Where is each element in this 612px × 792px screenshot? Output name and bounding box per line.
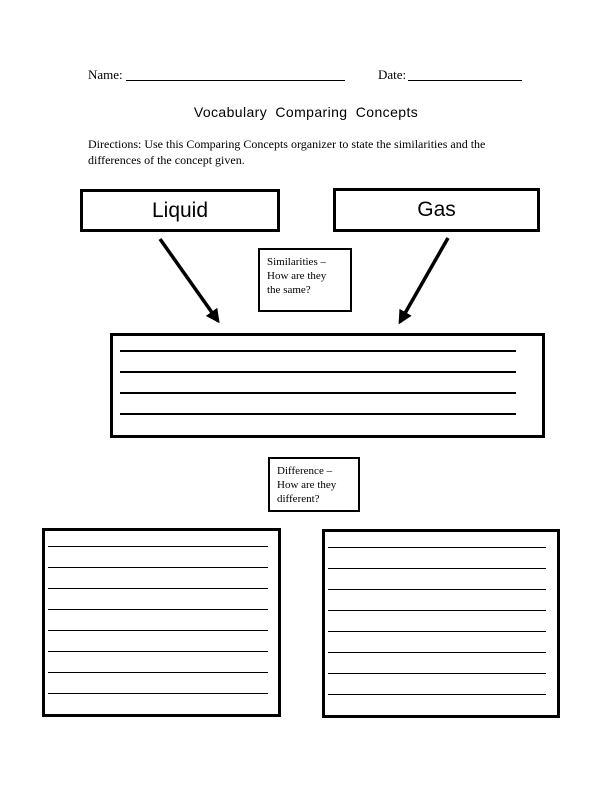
writing-line — [48, 546, 268, 547]
writing-line — [328, 610, 546, 611]
writing-line — [328, 631, 546, 632]
name-label: Name: — [88, 67, 123, 82]
concept-box-gas: Gas — [333, 188, 540, 232]
writing-line — [48, 609, 268, 610]
directions-text: Directions: Use this Comparing Concepts … — [88, 137, 486, 167]
writing-line — [328, 568, 546, 569]
writing-line — [48, 693, 268, 694]
writing-line — [48, 588, 268, 589]
arrow-gas-to-similarities-icon — [398, 237, 450, 325]
difference-left-writing-box[interactable] — [42, 528, 281, 717]
writing-line — [120, 350, 516, 352]
writing-line — [328, 694, 546, 695]
page-title: Vocabulary Comparing Concepts — [193, 104, 419, 120]
date-label: Date: — [378, 67, 407, 82]
difference-prompt-box: Difference – How are they different? — [268, 457, 360, 512]
writing-line — [328, 673, 546, 674]
writing-line — [120, 392, 516, 394]
name-fill-line[interactable] — [126, 66, 345, 81]
writing-line — [120, 371, 516, 373]
arrow-liquid-to-similarities-icon — [158, 237, 220, 324]
difference-right-writing-box[interactable] — [322, 529, 560, 718]
similarities-prompt-box: Similarities – How are they the same? — [258, 248, 352, 312]
writing-line — [48, 672, 268, 673]
concept-label-liquid: Liquid — [151, 198, 209, 222]
writing-line — [48, 567, 268, 568]
writing-line — [120, 413, 516, 415]
similarities-writing-box[interactable] — [110, 333, 545, 438]
writing-line — [48, 630, 268, 631]
date-fill-line[interactable] — [408, 66, 522, 81]
writing-line — [328, 589, 546, 590]
concept-label-gas: Gas — [417, 198, 456, 221]
concept-box-liquid: Liquid — [80, 189, 280, 232]
writing-line — [328, 652, 546, 653]
writing-line — [48, 651, 268, 652]
writing-line — [328, 547, 546, 548]
